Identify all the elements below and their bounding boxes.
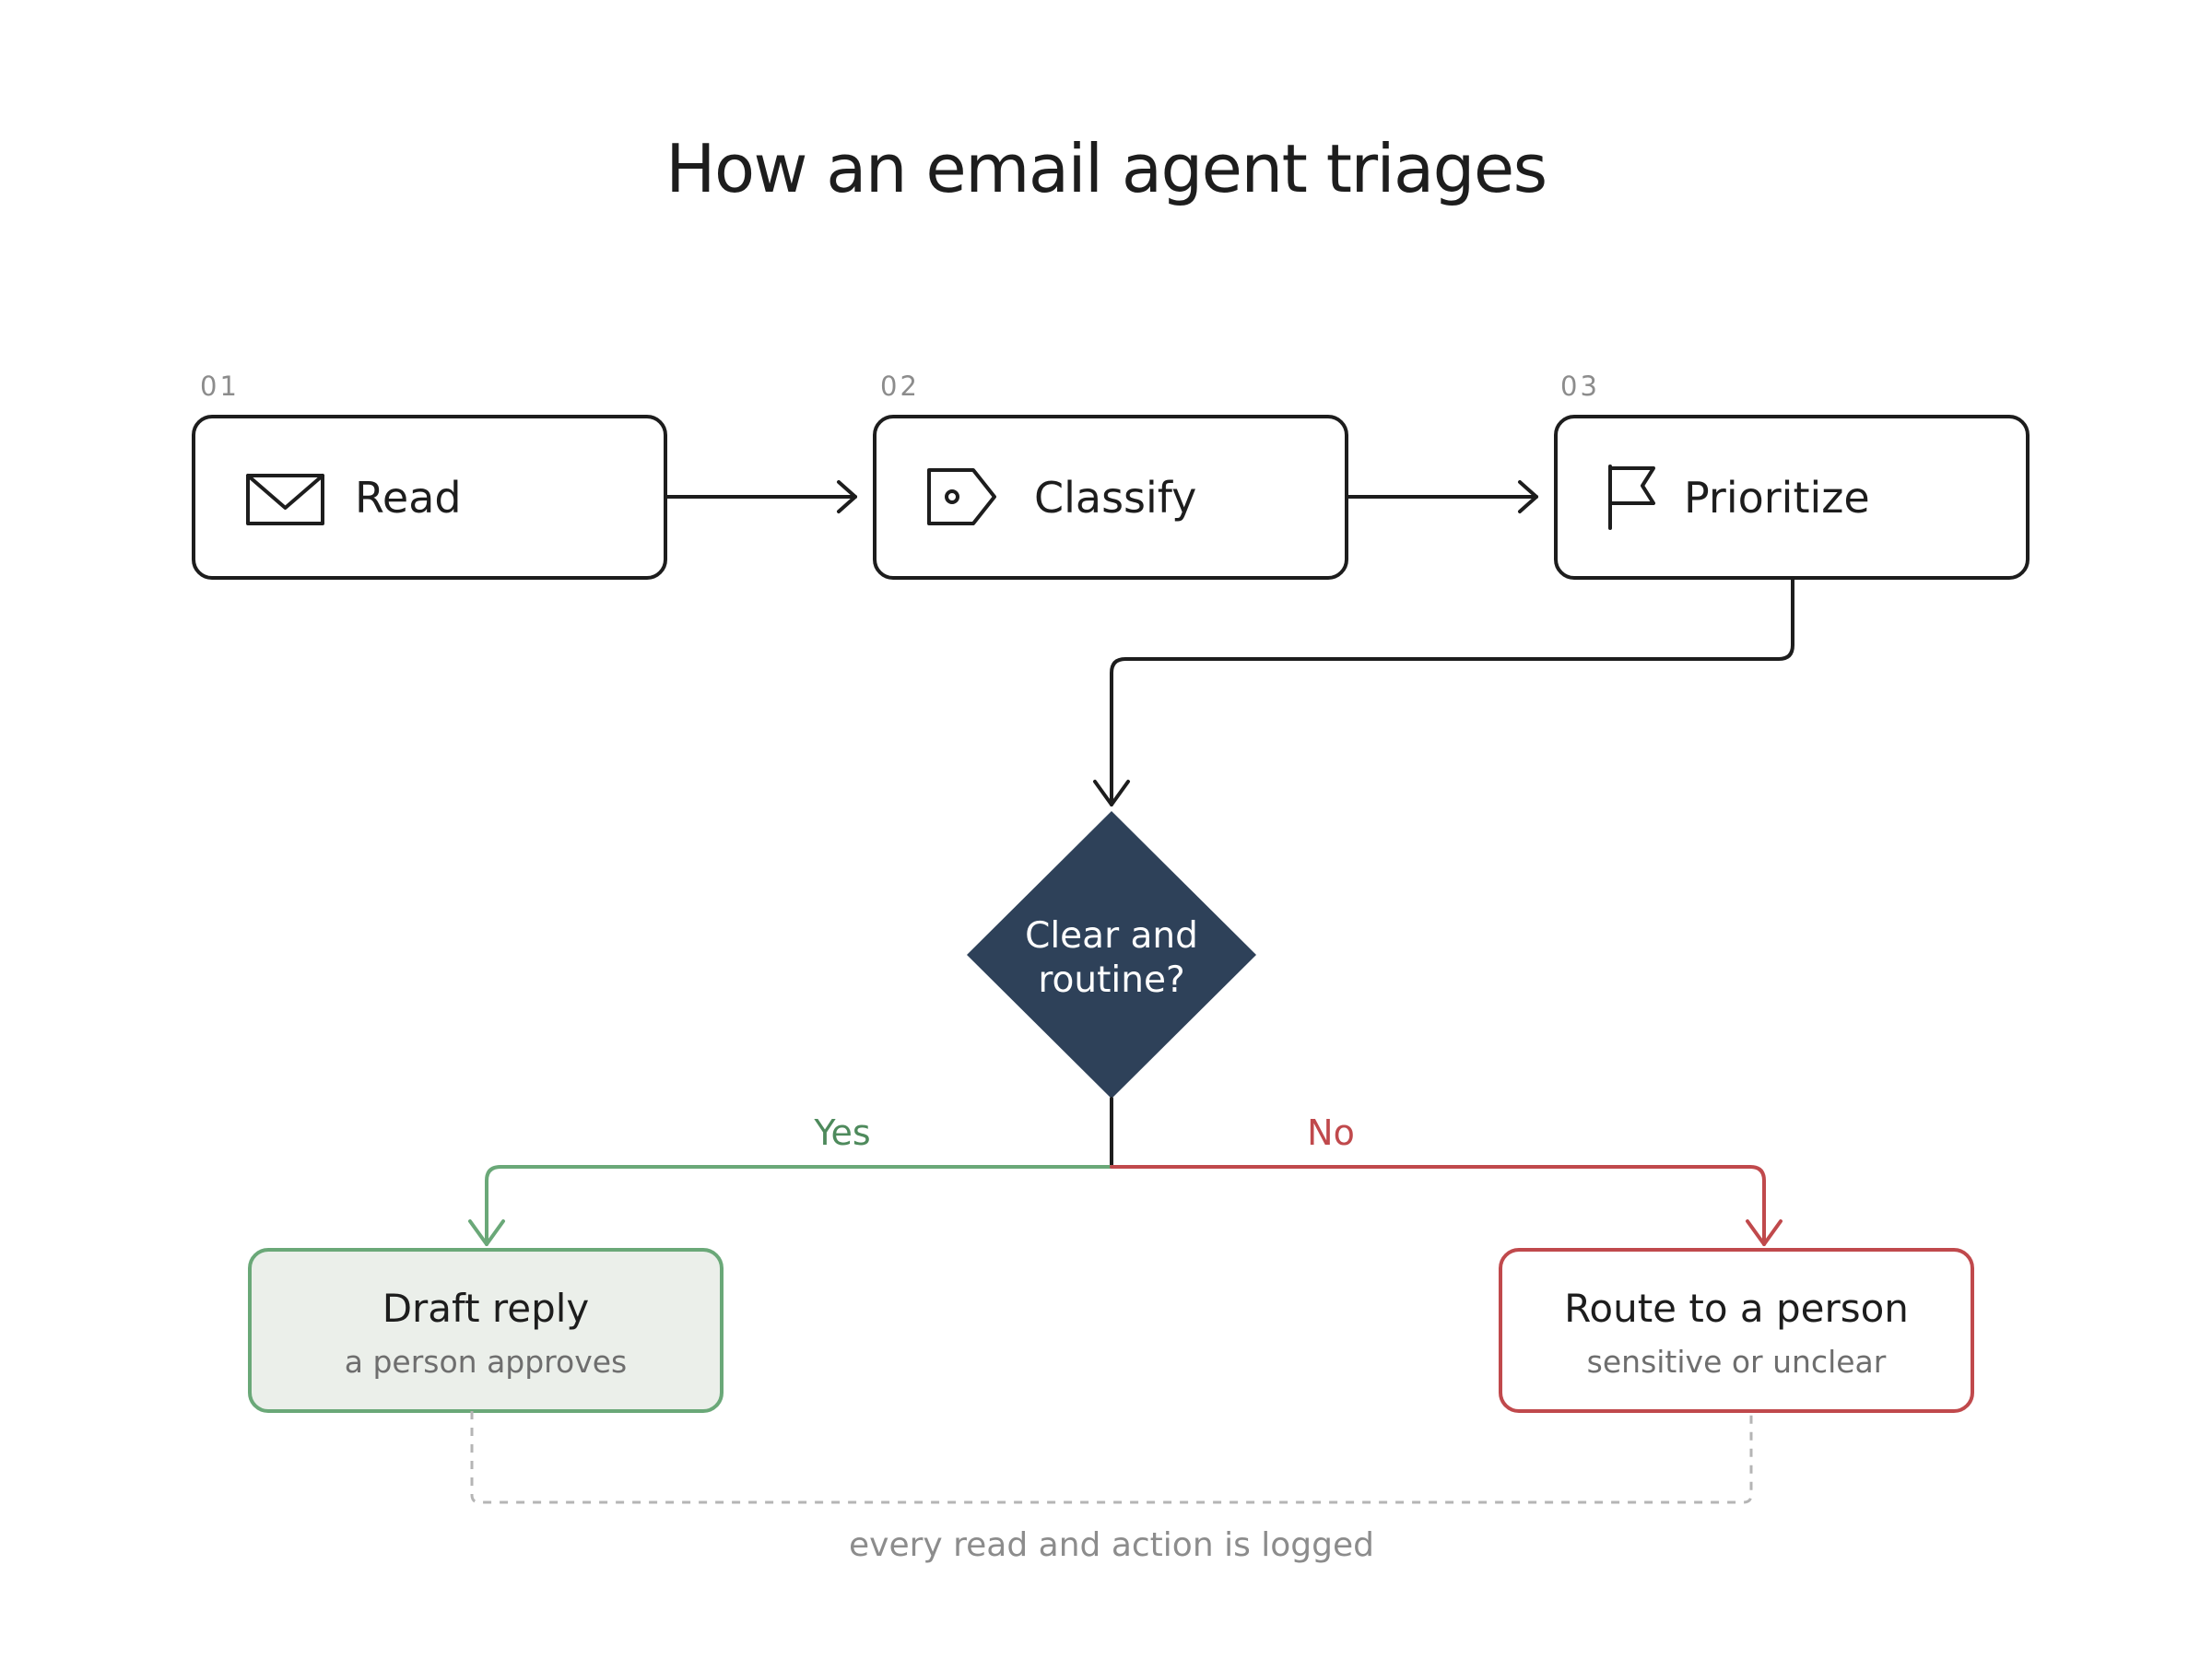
outcome-subtitle: sensitive or unclear: [1587, 1344, 1887, 1380]
arrow-read-to-classify: [664, 480, 857, 513]
flag-icon: [1608, 465, 1655, 530]
arrow-prioritize-to-decision: [1093, 576, 1794, 806]
diagram-title: How an email agent triages: [665, 130, 1546, 207]
no-branch: No: [1110, 1112, 1783, 1246]
outcome-route-to-person: Route to a person sensitive or unclear: [1499, 1248, 1974, 1413]
step-label: Read: [355, 473, 462, 523]
outcome-subtitle: a person approves: [345, 1344, 628, 1380]
outcome-draft-reply: Draft reply a person approves: [248, 1248, 724, 1413]
no-label: No: [1307, 1112, 1355, 1153]
outcome-box: [248, 1248, 724, 1413]
logging-footnote: every read and action is logged: [849, 1526, 1374, 1564]
step-number: 02: [880, 371, 920, 402]
step-label: Prioritize: [1684, 473, 1870, 523]
decision-line-2: routine?: [1038, 959, 1184, 1001]
step-read: 01 Read: [192, 371, 667, 580]
outcome-box: [1499, 1248, 1974, 1413]
decision-diamond: [967, 811, 1256, 1099]
yes-label: Yes: [813, 1112, 870, 1153]
outcome-title: Route to a person: [1564, 1286, 1909, 1331]
step-label: Classify: [1034, 473, 1196, 523]
yes-branch: Yes: [468, 1112, 1113, 1246]
envelope-icon: [246, 474, 324, 525]
step-number: 03: [1560, 371, 1600, 402]
logging-dashed-line: [470, 1411, 1753, 1504]
step-prioritize: 03 Prioritize: [1554, 371, 2030, 580]
outcome-title: Draft reply: [382, 1286, 590, 1331]
decision-line-1: Clear and: [1025, 915, 1198, 957]
step-number: 01: [200, 371, 240, 402]
decision-node: Clear and routine?: [967, 811, 1256, 1099]
step-classify: 02 Classify: [873, 371, 1348, 580]
arrow-classify-to-prioritize: [1345, 480, 1538, 513]
tag-icon: [927, 468, 996, 525]
